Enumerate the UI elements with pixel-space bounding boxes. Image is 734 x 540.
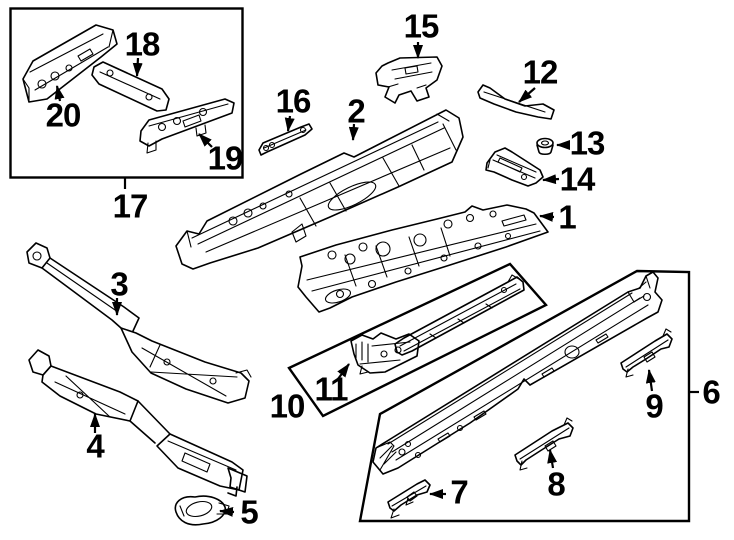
part-8-drawing [514, 417, 574, 471]
part-7-drawing [387, 479, 431, 519]
part-18-drawing [91, 61, 170, 112]
group-box-17 [9, 7, 244, 179]
part-4-drawing [28, 349, 248, 497]
callout-18: 18 [124, 25, 161, 63]
group-box-10 [287, 262, 548, 418]
part-15-drawing [375, 56, 443, 104]
callout-14: 14 [559, 160, 596, 198]
callout-2: 2 [347, 92, 365, 130]
part-3-drawing [26, 242, 252, 404]
part-10-crossmember-drawing [394, 274, 525, 356]
group-box-6 [358, 269, 691, 523]
part-12-drawing [477, 84, 555, 120]
part-6-rocker-drawing [372, 271, 663, 475]
callout-11: 11 [314, 370, 349, 408]
part-9-drawing [620, 328, 673, 378]
callout-19: 19 [207, 139, 244, 177]
part-20-drawing [22, 24, 118, 103]
part-13-drawing [536, 137, 554, 156]
callout-4: 4 [86, 427, 104, 465]
callout-5: 5 [240, 493, 258, 531]
callout-13: 13 [569, 124, 606, 162]
part-1-drawing [297, 204, 549, 313]
callout-20: 20 [45, 96, 82, 134]
callout-8: 8 [547, 465, 565, 503]
part-16-drawing [258, 123, 313, 156]
callout-10: 10 [269, 387, 306, 425]
callout-3: 3 [110, 265, 128, 303]
part-11-drawing [350, 332, 420, 375]
leader-arrows [54, 42, 699, 517]
callout-7: 7 [450, 473, 468, 511]
callout-1: 1 [558, 198, 576, 236]
callout-16: 16 [275, 82, 312, 120]
part-14-drawing [485, 147, 544, 187]
callout-6: 6 [702, 373, 720, 411]
callout-17: 17 [112, 187, 149, 225]
callout-9: 9 [645, 387, 663, 425]
callout-15: 15 [403, 7, 440, 45]
part-2-drawing [175, 109, 464, 270]
callout-12: 12 [522, 53, 559, 91]
